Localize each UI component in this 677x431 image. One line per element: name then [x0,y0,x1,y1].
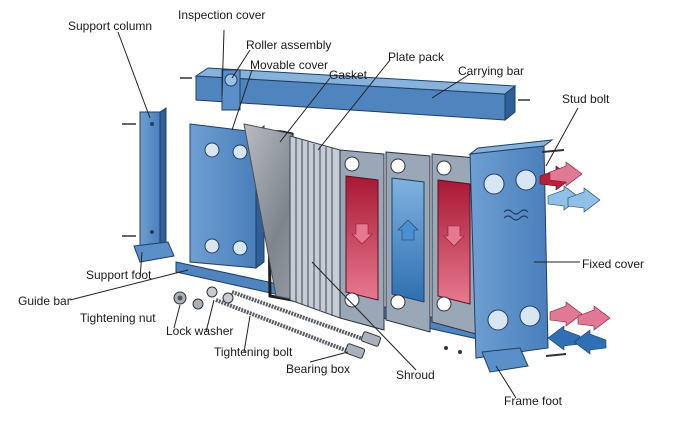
tightening-nuts [173,291,204,310]
label-roller-assembly: Roller assembly [246,38,332,52]
label-inspection-cover: Inspection cover [178,8,266,22]
external-flow-arrows [539,161,611,355]
leader-lines [69,29,580,399]
label-shroud: Shroud [396,368,435,382]
label-frame-foot: Frame foot [504,394,563,408]
movable-cover [189,123,265,269]
label-movable-cover: Movable cover [250,58,329,72]
carrying-bar [194,67,517,122]
label-carrying-bar: Carrying bar [458,64,525,78]
support-column [139,107,167,247]
label-plate-pack: Plate pack [388,50,445,64]
roller-assembly [221,69,241,111]
label-stud-bolt: Stud bolt [562,92,610,106]
plate-2 [385,151,431,333]
label-tightening-nut: Tightening nut [80,311,156,325]
plate-pack [289,135,341,319]
bearing-boxes [344,331,382,359]
support-foot [133,241,175,263]
label-fixed-cover: Fixed cover [582,257,645,271]
label-lock-washer: Lock washer [166,324,234,338]
label-support-foot: Support foot [86,268,152,282]
tightening-bolts [215,290,367,354]
label-gasket: Gasket [329,68,368,82]
frame-foot [481,347,529,373]
stud-bolts [541,149,567,357]
label-support-column: Support column [68,19,153,33]
lock-washers [206,286,234,304]
label-bearing-box: Bearing box [286,362,351,376]
label-tightening-bolt: Tightening bolt [214,345,293,359]
fixed-cover [468,139,554,359]
small-screws [122,77,530,354]
label-guide-bar: Guide bar [18,294,71,308]
